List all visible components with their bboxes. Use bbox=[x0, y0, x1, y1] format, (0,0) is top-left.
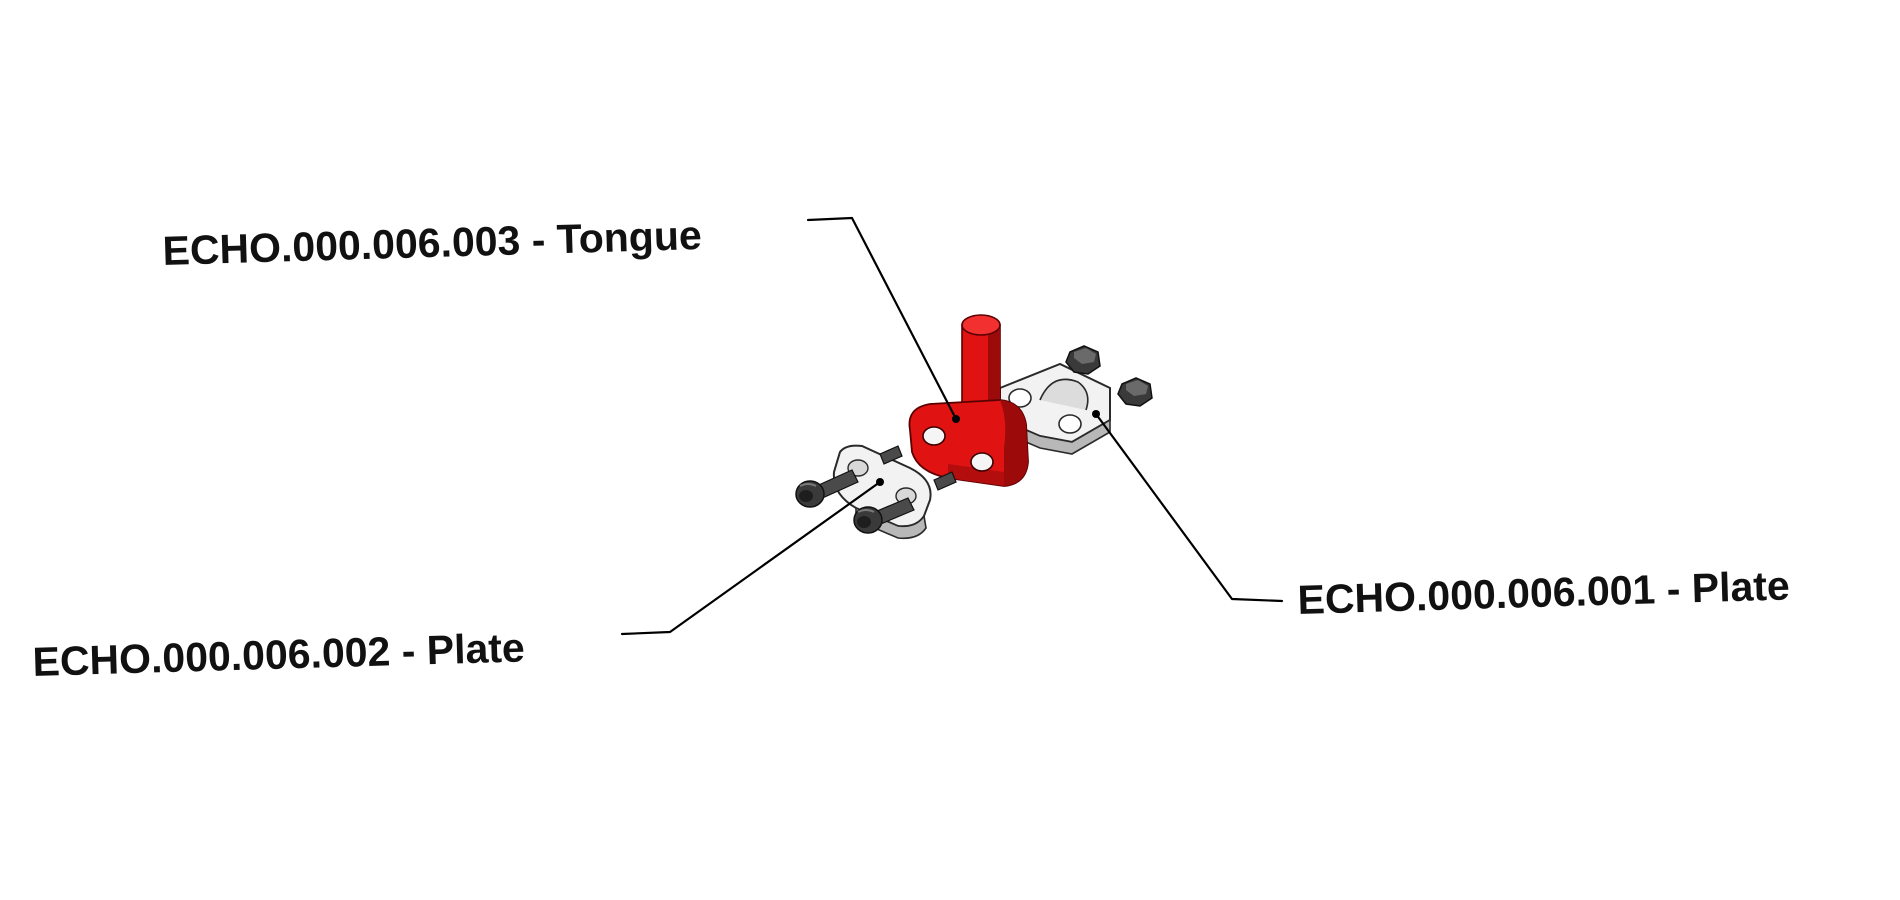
right-plate-part-label: ECHO.000.006.001 - Plate bbox=[1297, 562, 1790, 623]
left-plate-part-label: ECHO.000.006.002 - Plate bbox=[32, 624, 525, 685]
plate-left-leader-line bbox=[620, 478, 884, 636]
tongue-leader-line bbox=[806, 216, 960, 423]
plate-right-leader-line bbox=[1092, 410, 1284, 603]
right-plate-part bbox=[999, 362, 1111, 455]
tongue-part-label: ECHO.000.006.003 - Tongue bbox=[162, 212, 702, 274]
tongue-part bbox=[908, 314, 1029, 487]
hex-nut-part bbox=[1117, 377, 1153, 407]
cap-screw-part bbox=[853, 497, 915, 534]
cap-screw-part bbox=[795, 469, 859, 508]
hex-nut-part bbox=[1065, 345, 1101, 375]
